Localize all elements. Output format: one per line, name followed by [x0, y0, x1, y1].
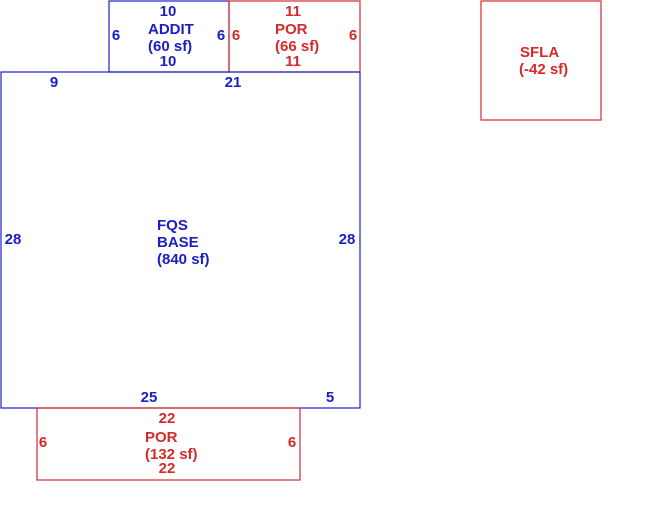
sfla-outline — [480, 0, 602, 121]
base-area[interactable]: 9 21 28 28 FQS BASE (840 sf) 25 5 — [0, 71, 361, 409]
addit-area[interactable]: 10 6 ADDIT (60 sf) 6 10 — [108, 0, 230, 73]
porch-top-area[interactable]: 11 6 POR (66 sf) 6 11 — [228, 0, 361, 73]
base-area-sf: (840 sf) — [157, 251, 210, 268]
porch-bottom-dim-left: 6 — [39, 434, 47, 451]
base-label-line2: BASE — [157, 234, 199, 251]
sfla-area-sf: (-42 sf) — [519, 61, 568, 78]
addit-dim-left: 6 — [112, 27, 120, 44]
porch-top-dim-right: 6 — [349, 27, 357, 44]
sfla-area[interactable]: SFLA (-42 sf) — [480, 0, 602, 121]
porch-bottom-area-sf: (132 sf) — [145, 446, 198, 463]
porch-bottom-area[interactable]: 22 6 POR (132 sf) 6 22 — [36, 407, 301, 481]
addit-dim-bottom: 10 — [160, 53, 177, 70]
base-dim-bottom-right: 5 — [326, 389, 334, 406]
porch-bottom-dim-right: 6 — [288, 434, 296, 451]
addit-dim-right: 6 — [217, 27, 225, 44]
base-dim-top-right: 21 — [225, 74, 242, 91]
porch-top-name: POR — [275, 21, 308, 38]
base-label-line1: FQS — [157, 217, 188, 234]
porch-top-dim-bottom: 11 — [285, 53, 301, 70]
porch-bottom-outline — [36, 407, 301, 481]
base-dim-top-left: 9 — [50, 74, 58, 91]
porch-bottom-dim-top: 22 — [159, 410, 176, 427]
porch-bottom-name: POR — [145, 429, 178, 446]
porch-top-area-sf: (66 sf) — [275, 38, 319, 55]
base-dim-right: 28 — [339, 231, 356, 248]
addit-area-sf: (60 sf) — [148, 38, 192, 55]
porch-top-dim-left: 6 — [232, 27, 240, 44]
addit-dim-top: 10 — [160, 3, 177, 20]
base-dim-bottom-left: 25 — [141, 389, 158, 406]
porch-top-dim-top: 11 — [285, 3, 301, 20]
addit-name: ADDIT — [148, 21, 194, 38]
porch-bottom-dim-bottom: 22 — [159, 460, 176, 477]
sfla-name: SFLA — [520, 44, 559, 61]
base-dim-left: 28 — [5, 231, 22, 248]
